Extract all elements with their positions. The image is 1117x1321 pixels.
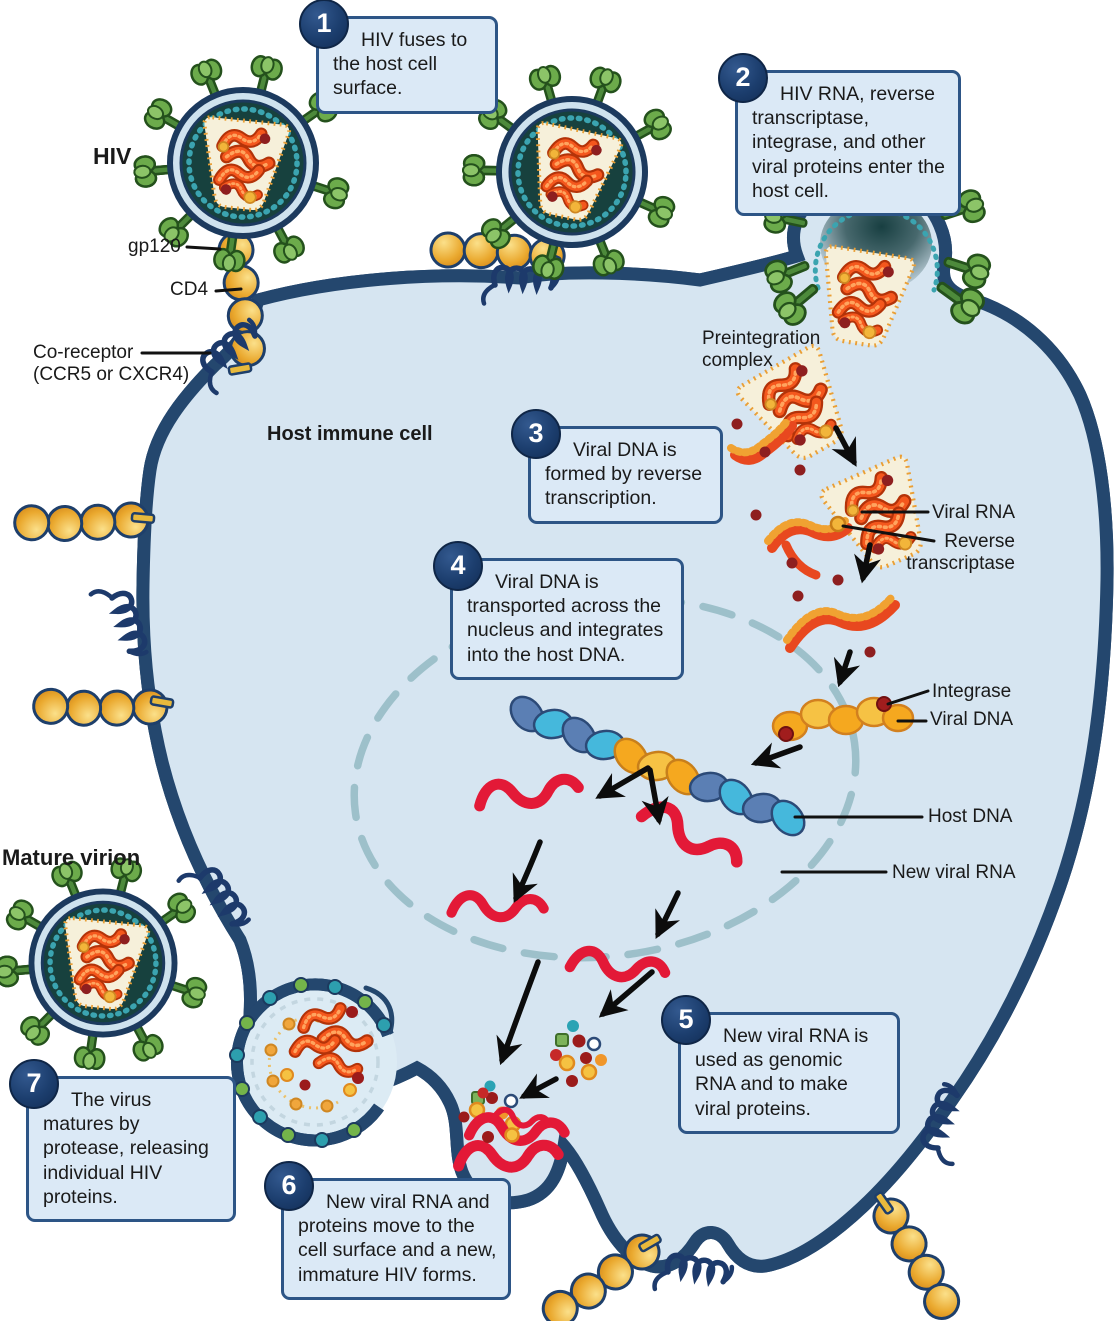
step-callout-1: 1 HIV fuses to the host cell surface.	[299, 0, 498, 114]
step-number-badge: 4	[433, 541, 483, 591]
label-coreceptor-line1: Co-receptor	[33, 342, 134, 363]
label-host-immune-cell: Host immune cell	[267, 423, 433, 445]
flow-arrows	[496, 425, 882, 1099]
viral-dna-hybrid-strand	[783, 574, 900, 658]
mature-virion-particle	[0, 856, 209, 1071]
label-preintegration-line1: Preintegration	[702, 328, 821, 349]
step-number-badge: 2	[718, 53, 768, 103]
step-text: New viral RNA is used as genomic RNA and…	[695, 1025, 869, 1120]
label-mature-virion: Mature virion	[2, 845, 141, 870]
label-rt-line2: transcriptase	[906, 553, 1015, 575]
integrase-dot	[778, 726, 794, 742]
step-text: HIV RNA, reverse transcriptase, integras…	[752, 83, 945, 202]
label-preintegration-complex: Preintegration complex	[702, 328, 820, 372]
step-text: The virus matures by protease, releasing…	[43, 1089, 209, 1208]
label-host-dna: Host DNA	[928, 806, 1013, 827]
host-dna-helix	[509, 695, 806, 837]
label-rt-line1: Reverse	[944, 531, 1015, 552]
label-viral-dna: Viral DNA	[930, 709, 1014, 730]
reverse-transcription-capsid	[750, 455, 943, 579]
step-callout-3: 3 Viral DNA is formed by reverse transcr…	[511, 409, 723, 524]
step-text: Viral DNA is formed by reverse transcrip…	[545, 439, 703, 510]
label-coreceptor: Co-receptor (CCR5 or CXCR4)	[33, 342, 189, 386]
viral-protein-dots-upper	[550, 1020, 607, 1087]
cd4-bead-chain	[14, 497, 149, 546]
gp120-stub	[130, 511, 156, 525]
step-number-badge: 6	[264, 1161, 314, 1211]
label-preintegration-line2: complex	[702, 350, 773, 372]
step-number-badge: 1	[299, 0, 349, 49]
step-callout-2: 2 HIV RNA, reverse transcriptase, integr…	[718, 53, 961, 216]
step-text: HIV fuses to the host cell surface.	[333, 29, 468, 100]
step-text: Viral DNA is transported across the nucl…	[467, 571, 664, 666]
entering-virion	[760, 126, 995, 350]
step-number-badge: 3	[511, 409, 561, 459]
label-new-viral-rna: New viral RNA	[892, 862, 1016, 883]
assembly-pocket-content	[458, 1080, 565, 1170]
step-text: New viral RNA and proteins move to the c…	[298, 1191, 497, 1286]
step-number-badge: 7	[9, 1059, 59, 1109]
viral-dna-chain	[771, 696, 915, 742]
step-number-badge: 5	[661, 995, 711, 1045]
label-integrase: Integrase	[932, 681, 1012, 702]
label-coreceptor-line2: (CCR5 or CXCR4)	[33, 364, 190, 386]
step-callout-6: 6 New viral RNA and proteins move to the…	[264, 1161, 511, 1300]
label-cd4: CD4	[170, 279, 209, 300]
step-callout-7: 7 The virus matures by protease, releasi…	[9, 1059, 236, 1222]
label-hiv: HIV	[93, 143, 132, 169]
label-gp120: gp120	[128, 236, 181, 257]
preintegration-complex-capsid	[727, 344, 862, 476]
leader-lines	[140, 245, 936, 874]
label-viral-rna: Viral RNA	[932, 502, 1016, 523]
step-callout-4: 4 Viral DNA is transported across the nu…	[433, 541, 684, 680]
step-callout-5: 5 New viral RNA is used as genomic RNA a…	[661, 995, 900, 1134]
budding-virion	[229, 977, 397, 1148]
label-reverse-transcriptase: Reverse transcriptase	[895, 531, 1015, 575]
